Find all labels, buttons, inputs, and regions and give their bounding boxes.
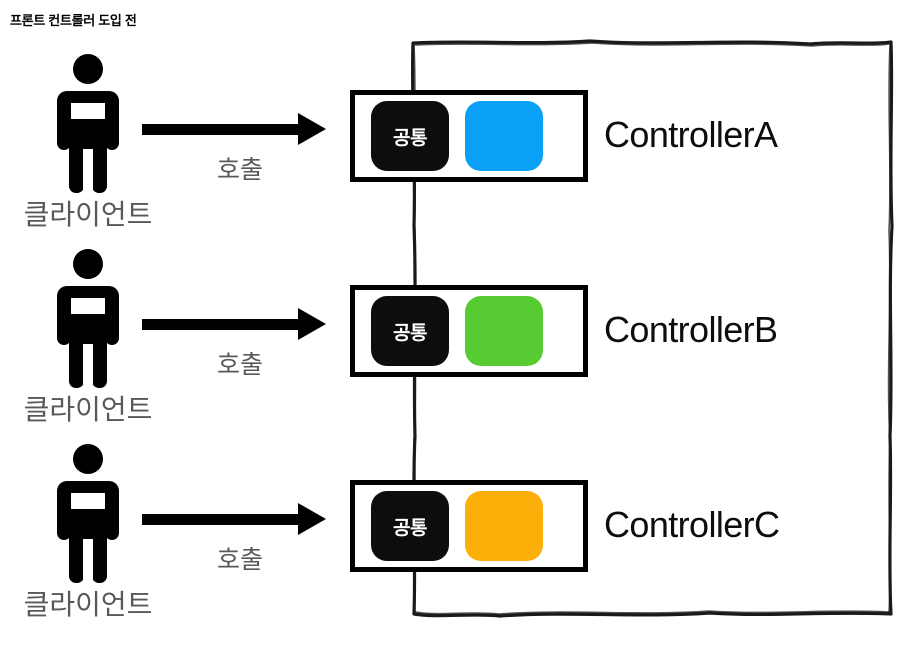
client-actor: 클라이언트: [18, 53, 158, 230]
common-chip-label: 공통: [393, 127, 427, 149]
call-arrow: 호출: [140, 110, 340, 215]
client-label: 클라이언트: [23, 394, 153, 425]
arrow-shaft-icon: [142, 124, 302, 135]
person-icon: [51, 248, 125, 388]
client-label: 클라이언트: [23, 199, 153, 230]
controller-row: 클라이언트 호출 공통 ControllerC: [0, 425, 897, 620]
call-arrow: 호출: [140, 305, 340, 410]
controller-name-label: ControllerB: [604, 309, 778, 350]
common-logic-chip: 공통: [371, 296, 449, 366]
diagram-title: 프론트 컨트롤러 도입 전: [10, 13, 137, 28]
arrow-shaft-icon: [142, 514, 302, 525]
arrow-head-icon: [298, 503, 326, 535]
controller-name-label: ControllerC: [604, 504, 780, 545]
controller-box[interactable]: 공통: [350, 480, 588, 572]
common-logic-chip: 공통: [371, 101, 449, 171]
controller-box[interactable]: 공통: [350, 90, 588, 182]
client-actor: 클라이언트: [18, 443, 158, 620]
controller-logic-chip-orange: [465, 491, 543, 561]
call-arrow: 호출: [140, 500, 340, 605]
common-logic-chip: 공통: [371, 491, 449, 561]
person-icon: [51, 53, 125, 193]
arrow-shaft-icon: [142, 319, 302, 330]
common-chip-label: 공통: [393, 517, 427, 539]
controller-row: 클라이언트 호출 공통 ControllerB: [0, 230, 897, 425]
arrow-head-icon: [298, 113, 326, 145]
controller-box[interactable]: 공통: [350, 285, 588, 377]
arrow-head-icon: [298, 308, 326, 340]
call-label: 호출: [216, 156, 263, 184]
client-label: 클라이언트: [23, 589, 153, 620]
common-chip-label: 공통: [393, 322, 427, 344]
controller-logic-chip-green: [465, 296, 543, 366]
call-label: 호출: [216, 351, 263, 379]
client-actor: 클라이언트: [18, 248, 158, 425]
person-icon: [51, 443, 125, 583]
controller-row: 클라이언트 호출 공통 ControllerA: [0, 35, 897, 230]
controller-name-label: ControllerA: [604, 114, 778, 155]
controller-logic-chip-blue: [465, 101, 543, 171]
call-label: 호출: [216, 546, 263, 574]
